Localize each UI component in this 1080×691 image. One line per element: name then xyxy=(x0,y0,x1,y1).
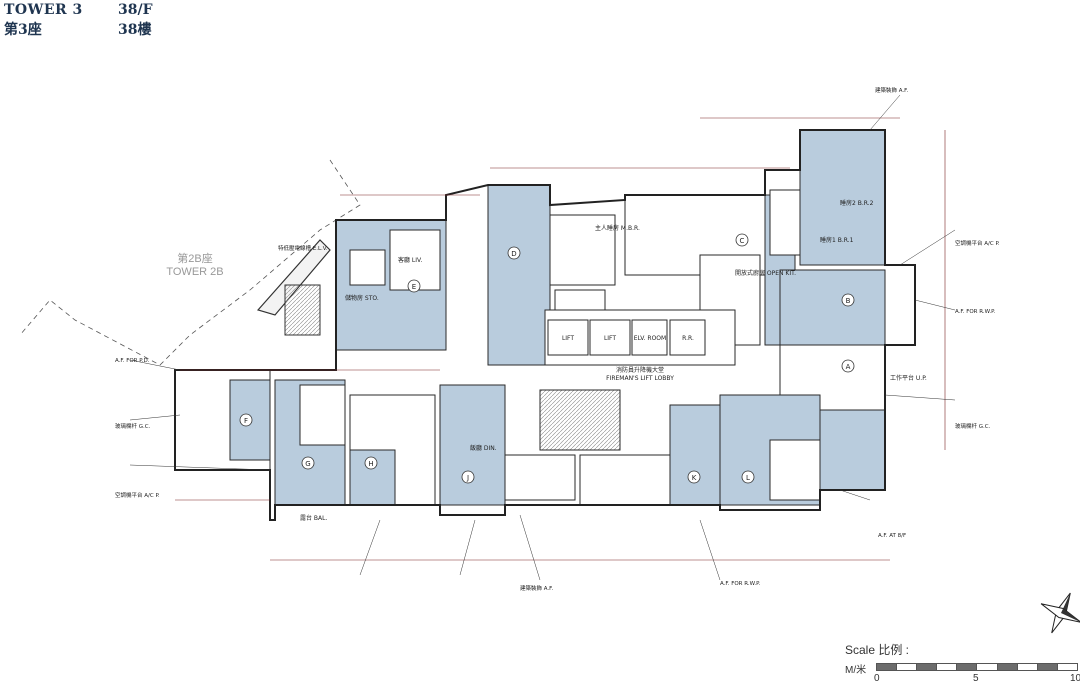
lift-label-1: LIFT xyxy=(562,335,574,342)
room-label-mbr: 主人睡房 M.B.R. xyxy=(595,224,640,232)
room-label-bal: 露台 BAL. xyxy=(300,514,327,522)
annot-af-top: 建築裝飾 A.F. xyxy=(875,86,908,94)
unit-label-g: G xyxy=(305,460,310,468)
floor-header: TOWER 3 38/F 第3座 38樓 xyxy=(4,0,153,40)
scale-unit: M/米 xyxy=(845,665,867,676)
tower-label-zh: 第3座 xyxy=(4,22,42,38)
dimension-lines xyxy=(175,117,946,561)
unit-label-h: H xyxy=(368,460,373,468)
north-arrow-icon xyxy=(1040,592,1080,634)
annot-gc-left: 玻璃欄杆 G.C. xyxy=(115,422,151,430)
unit-label-l: L xyxy=(746,474,750,482)
annot-af-bottom: 建築裝飾 A.F. xyxy=(520,584,553,592)
annot-ac-right: 空調機平台 A/C P. xyxy=(955,239,1000,247)
unit-label-j: J xyxy=(466,474,469,482)
scale-title: Scale 比例 : xyxy=(845,643,910,657)
neighbour-tower-en: TOWER 2B xyxy=(166,266,223,278)
unit-blocks xyxy=(174,129,886,506)
link-bridge xyxy=(256,239,331,316)
unit-label-c: C xyxy=(740,237,745,245)
unit-label-d: D xyxy=(511,250,516,258)
unit-label-e: E xyxy=(412,283,416,291)
room-label-br1: 睡房1 B.R.1 xyxy=(820,236,854,244)
core xyxy=(539,309,736,451)
unit-label-a: A xyxy=(846,363,851,371)
annot-pd-left: A.F. FOR P.D. xyxy=(115,358,150,364)
unit-markers xyxy=(239,233,855,484)
outer-walls xyxy=(174,129,916,521)
lobby-label-zh: 消防員升降機大堂 xyxy=(616,366,664,374)
annot-rwp-bottom: A.F. FOR R.W.P. xyxy=(720,581,761,587)
annot-af8f: A.F. AT 8/F xyxy=(878,533,906,539)
refuse-room-label: R.R. xyxy=(682,335,694,342)
lift-label-2: LIFT xyxy=(604,335,616,342)
unit-label-b: B xyxy=(846,297,851,305)
neighbour-tower-zh: 第2B座 xyxy=(177,251,212,265)
room-label-kit: 開放式廚房 OPEN KIT. xyxy=(735,269,796,277)
floor-label-en: 38/F xyxy=(118,2,153,18)
scale-tick-5: 5 xyxy=(973,673,979,684)
room-label-din: 飯廳 DIN. xyxy=(470,444,497,452)
annot-ac-left: 空調機平台 A/C P. xyxy=(115,491,160,499)
unit-label-f: F xyxy=(244,417,248,425)
staircase-2b xyxy=(284,284,321,336)
annot-elv: 特低壓電線槽 E.L.V. xyxy=(278,244,328,252)
elv-room-label: ELV. ROOM xyxy=(634,335,666,342)
room-label-liv: 客廳 LIV. xyxy=(398,256,422,264)
floor-label-zh: 38樓 xyxy=(118,22,152,38)
annot-rwp-right: A.F. FOR R.W.P. xyxy=(955,309,996,315)
room-label-br2: 睡房2 B.R.2 xyxy=(840,199,874,207)
scale-bar: Scale 比例 : M/米 0 5 10 xyxy=(845,641,1080,684)
unit-label-k: K xyxy=(692,474,697,482)
lobby-label-en: FIREMAN'S LIFT LOBBY xyxy=(606,375,674,382)
annot-gc-right: 玻璃欄杆 G.C. xyxy=(955,422,991,430)
room-label-sto: 儲物房 STO. xyxy=(345,294,379,302)
scale-tick-10: 10 xyxy=(1070,673,1080,684)
room-label-up: 工作平台 U.P. xyxy=(890,374,927,382)
leaders xyxy=(129,94,956,581)
tower-label-en: TOWER 3 xyxy=(4,2,83,18)
scale-tick-0: 0 xyxy=(874,673,880,684)
scale-bar-graphic xyxy=(876,663,1078,671)
